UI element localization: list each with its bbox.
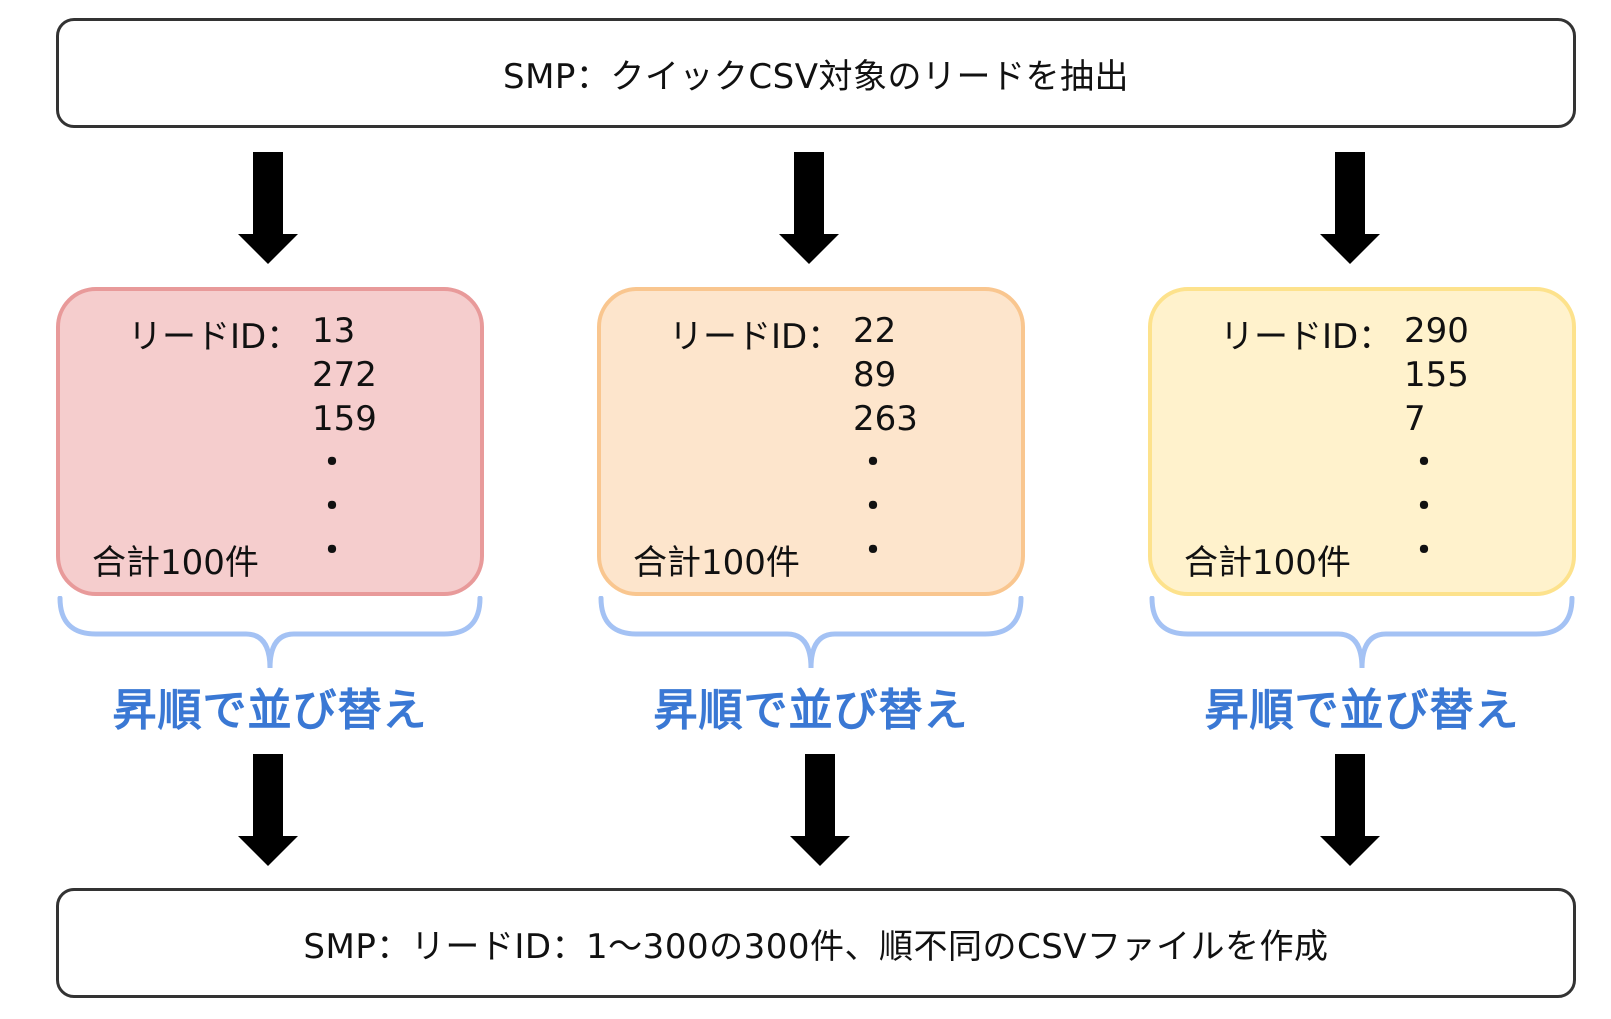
ellipsis-dots: ・ ・ ・	[315, 441, 349, 573]
sort-ascending-label-1: 昇順で並び替え	[112, 685, 428, 736]
total-count: 合計100件	[633, 543, 800, 583]
down-arrow-6-icon	[1320, 754, 1380, 866]
lead-id-label: リードID：	[128, 317, 301, 357]
ellipsis-dot: ・	[856, 531, 890, 571]
lead-id-label: リードID：	[1220, 317, 1393, 357]
total-count: 合計100件	[92, 543, 259, 583]
lead-group-3: リードID： 290 155 7 ・ ・ ・ 合計100件	[1148, 287, 1576, 596]
down-arrow-5-icon	[790, 754, 850, 866]
ellipsis-dot: ・	[1407, 487, 1441, 527]
sort-ascending-label-2: 昇順で並び替え	[653, 685, 969, 736]
lead-id-value: 263	[853, 399, 918, 439]
curly-brace-1-icon	[57, 596, 483, 669]
lead-id-value: 22	[853, 311, 897, 351]
lead-id-value: 159	[312, 399, 377, 439]
ellipsis-dots: ・ ・ ・	[1407, 441, 1441, 573]
extract-step-text: SMP：クイックCSV対象のリードを抽出	[503, 56, 1129, 97]
ellipsis-dot: ・	[1407, 531, 1441, 571]
ellipsis-dot: ・	[856, 443, 890, 483]
extract-step-box: SMP：クイックCSV対象のリードを抽出	[56, 18, 1576, 128]
lead-id-list: 22 89 263	[853, 309, 918, 441]
down-arrow-2-icon	[779, 152, 839, 264]
down-arrow-1-icon	[238, 152, 298, 264]
create-csv-step-text: SMP：リードID：1～300の300件、順不同のCSVファイルを作成	[303, 926, 1329, 967]
ellipsis-dot: ・	[856, 487, 890, 527]
lead-id-value: 13	[312, 311, 356, 351]
lead-group-2: リードID： 22 89 263 ・ ・ ・ 合計100件	[597, 287, 1025, 596]
curly-brace-3-icon	[1149, 596, 1575, 669]
ellipsis-dot: ・	[315, 531, 349, 571]
lead-id-value: 155	[1404, 355, 1469, 395]
lead-id-label: リードID：	[669, 317, 842, 357]
curly-brace-2-icon	[598, 596, 1024, 669]
lead-id-value: 89	[853, 355, 897, 395]
lead-id-value: 7	[1404, 399, 1426, 439]
lead-id-value: 272	[312, 355, 377, 395]
ellipsis-dot: ・	[315, 443, 349, 483]
lead-group-1: リードID： 13 272 159 ・ ・ ・ 合計100件	[56, 287, 484, 596]
lead-id-list: 13 272 159	[312, 309, 377, 441]
down-arrow-3-icon	[1320, 152, 1380, 264]
create-csv-step-box: SMP：リードID：1～300の300件、順不同のCSVファイルを作成	[56, 888, 1576, 998]
ellipsis-dots: ・ ・ ・	[856, 441, 890, 573]
lead-id-list: 290 155 7	[1404, 309, 1469, 441]
lead-id-value: 290	[1404, 311, 1469, 351]
ellipsis-dot: ・	[1407, 443, 1441, 483]
total-count: 合計100件	[1184, 543, 1351, 583]
ellipsis-dot: ・	[315, 487, 349, 527]
sort-ascending-label-3: 昇順で並び替え	[1204, 685, 1520, 736]
down-arrow-4-icon	[238, 754, 298, 866]
